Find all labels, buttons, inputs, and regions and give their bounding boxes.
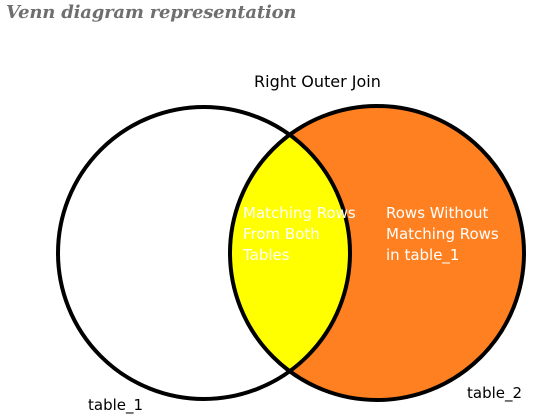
intersection-label-line-2: From Both [243, 225, 320, 243]
right-only-label-line-3: in table_1 [386, 246, 459, 265]
left-set-label: table_1 [88, 396, 143, 415]
page-heading: Venn diagram representation [6, 2, 297, 23]
right-only-label-line-2: Matching Rows [386, 225, 499, 243]
intersection-label-line-3: Tables [242, 246, 290, 264]
right-set-label: table_2 [467, 384, 522, 403]
diagram-title: Right Outer Join [254, 72, 381, 91]
intersection-label-line-1: Matching Rows [243, 204, 356, 222]
intersection-region [230, 107, 350, 399]
right-circle-outline [228, 104, 526, 402]
left-circle-outline [56, 105, 352, 401]
right-only-label-line-1: Rows Without [386, 204, 489, 222]
